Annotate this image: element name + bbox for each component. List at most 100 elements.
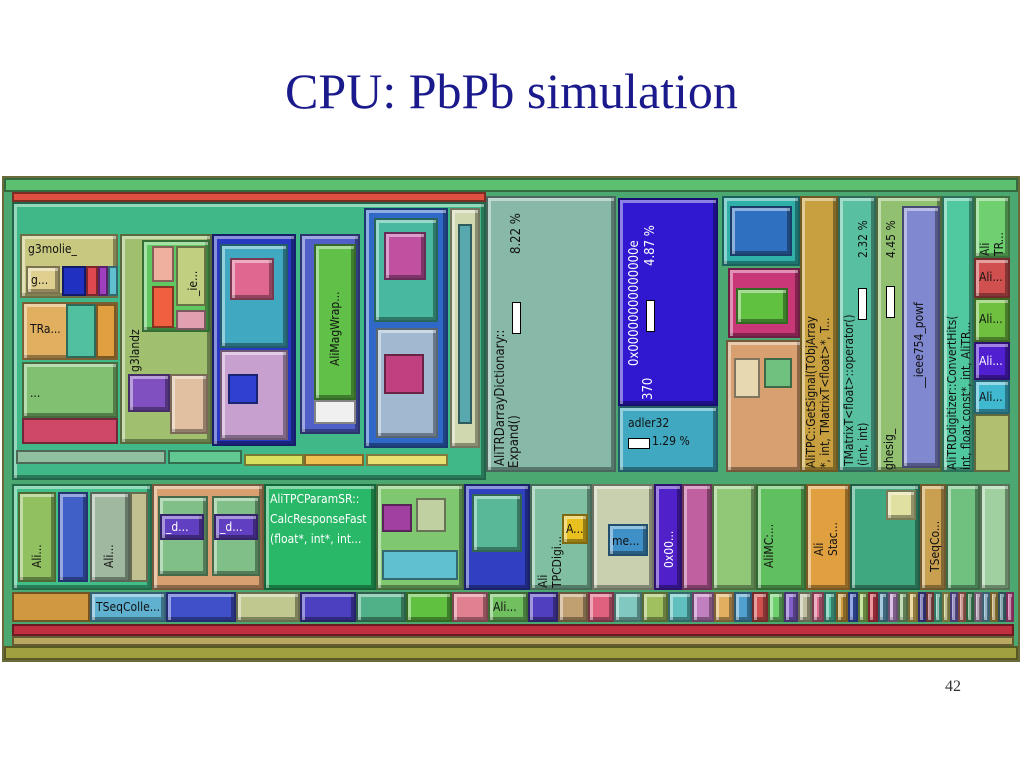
tmatrix-label-2: (int, int) — [856, 422, 870, 466]
ali-bottom-label-1: Ali... — [30, 544, 44, 568]
adler-label: adler32 — [628, 416, 670, 430]
treemap-block-alistac: Ali Stac... — [806, 484, 850, 590]
treemap-block — [712, 484, 756, 590]
treemap-block: 0x00... — [654, 484, 682, 590]
treemap-block: _d... — [160, 514, 204, 540]
treemap-block — [22, 418, 118, 444]
treemap-block — [152, 286, 174, 328]
treemap-block — [918, 592, 926, 622]
treemap-block: Ali... — [488, 592, 528, 622]
trdarray-fn-label: Expand() — [507, 415, 522, 468]
treemap-block: Ali... — [18, 492, 56, 582]
treemap-block — [472, 494, 522, 552]
alimc-label: AliMC:... — [762, 523, 776, 568]
treemap-block — [4, 646, 1018, 660]
treemap-block — [152, 246, 174, 282]
treemap-block — [614, 592, 642, 622]
treemap-block — [966, 592, 974, 622]
treemap-block: ... — [22, 362, 118, 418]
g3landz-label: g3landz — [128, 329, 142, 372]
treemap-block — [982, 592, 990, 622]
treemap-block — [736, 288, 788, 324]
treemap-block — [588, 592, 614, 622]
treemap-block — [382, 504, 412, 532]
treemap-block: Ali... — [974, 258, 1010, 298]
percent-indicator — [646, 300, 655, 332]
d-label-2: _d... — [220, 520, 243, 534]
tmatrix-pct-label: 2.32 % — [856, 220, 870, 258]
treemap-block — [12, 192, 486, 202]
treemap-block — [1006, 592, 1014, 622]
percent-indicator — [886, 286, 895, 318]
treemap-block — [528, 592, 558, 622]
tra-label: TRa... — [30, 322, 61, 336]
treemap-block — [764, 358, 792, 388]
treemap-block — [384, 354, 424, 394]
treemap-block-alimc: AliMC:... — [756, 484, 806, 590]
tseqco-label: TSeqCo... — [928, 520, 942, 572]
treemap-block — [96, 304, 116, 358]
treemap-block: g... — [26, 266, 60, 294]
treemap-block — [734, 358, 760, 398]
hex-small-label: 0x00... — [662, 530, 676, 568]
treemap-block — [452, 592, 488, 622]
treemap-block: Ali... — [974, 380, 1010, 414]
slide-title: CPU: PbPb simulation — [285, 63, 738, 119]
param-label-2: CalcResponseFast — [270, 512, 367, 526]
treemap-block — [824, 592, 836, 622]
ieee-label: __ieee754_powf — [912, 302, 926, 388]
treemap-block — [878, 592, 888, 622]
percent-indicator — [858, 288, 867, 320]
treemap-block — [58, 492, 88, 582]
treemap-block-tpc-paramsr: AliTPCParamSR:: CalcResponseFast (float*… — [264, 484, 376, 590]
hex-name-label: 0x00000000000000e — [627, 240, 642, 366]
d-label-1: _d... — [166, 520, 189, 534]
treemap-block — [886, 490, 916, 520]
treemap-block — [926, 592, 934, 622]
treemap-block: A... — [562, 514, 588, 544]
treemap-block — [682, 484, 712, 590]
adler-pct-label: 1.29 % — [652, 434, 690, 448]
treemap-block-trd-digitizer: AliTRDdigitizer::ConvertHits( int, float… — [942, 196, 974, 472]
tpcdigi-label-1: Ali — [536, 574, 550, 588]
treemap-block — [888, 592, 898, 622]
hex-tail-label: 370 — [641, 377, 656, 400]
treemap-block — [558, 592, 588, 622]
treemap-block: _ie... — [176, 246, 206, 306]
treemap-block: Ali... — [90, 492, 130, 582]
treemap-block-tpc-getsignal: AliTPC::GetSignal(TObjArray *, int, TMat… — [800, 196, 838, 472]
treemap-block — [990, 592, 998, 622]
treemap-block — [244, 454, 304, 466]
treemap-block — [12, 592, 90, 622]
treemap-block — [66, 304, 96, 358]
treemap-block — [86, 266, 98, 296]
treemap-block — [974, 414, 1010, 472]
ali-right-label-4: Ali... — [979, 390, 1003, 404]
ali-tr-label-1: Ali — [978, 242, 992, 256]
dots-label: ... — [30, 386, 41, 400]
a-short-label: A... — [566, 522, 584, 536]
treemap-block — [220, 350, 288, 440]
treemap-block — [730, 206, 792, 256]
treemap-block — [170, 374, 208, 434]
treemap-block — [836, 592, 848, 622]
ali-bottom-label-2: Ali... — [102, 544, 116, 568]
trddig-label-1: AliTRDdigitizer::ConvertHits( — [945, 315, 959, 470]
treemap-block: Ali TR... — [974, 196, 1010, 258]
treemap-block — [812, 592, 824, 622]
trdarray-name-label: AliTRDarrayDictionary:: — [493, 329, 508, 466]
treemap-block — [946, 484, 980, 590]
treemap-block — [130, 492, 148, 582]
treemap-block — [314, 400, 356, 424]
treemap-block: Ali... — [974, 342, 1010, 380]
g3molie-label: g3molie_ — [28, 242, 77, 256]
trdarray-pct-label: 8.22 % — [509, 213, 524, 254]
treemap-block — [642, 592, 668, 622]
treemap-block — [974, 592, 982, 622]
treemap-block — [798, 592, 812, 622]
param-label-1: AliTPCParamSR:: — [270, 492, 360, 506]
treemap-block — [898, 592, 908, 622]
treemap-block — [12, 636, 1014, 646]
treemap-block — [304, 454, 364, 466]
treemap-block — [406, 592, 452, 622]
